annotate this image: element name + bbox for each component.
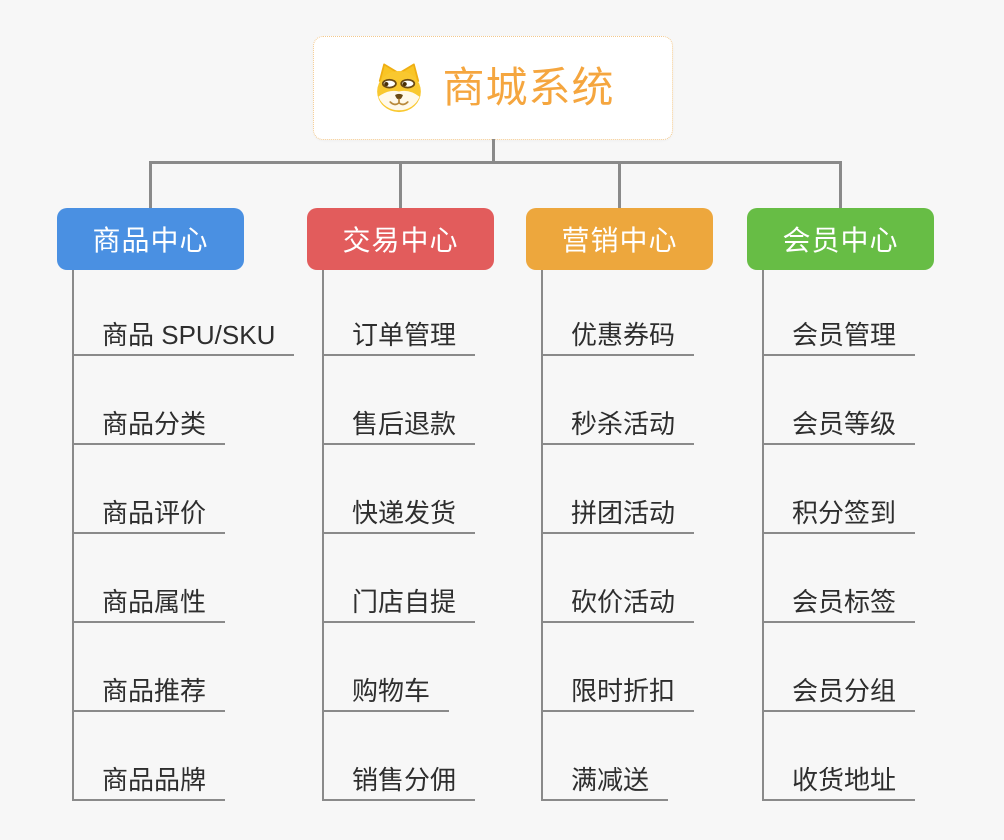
leaf-node[interactable]: 商品品牌 <box>72 765 226 801</box>
leaf-node[interactable]: 商品推荐 <box>72 676 226 712</box>
branch-node-1[interactable]: 交易中心 <box>307 208 494 270</box>
branch-label: 营销中心 <box>561 225 678 256</box>
leaf-node[interactable]: 销售分佣 <box>322 765 476 801</box>
branch-spine-line <box>322 270 324 801</box>
branch-node-2[interactable]: 营销中心 <box>526 208 713 270</box>
branch-connector-drop <box>839 161 842 208</box>
leaf-node[interactable]: 商品属性 <box>72 587 226 623</box>
branch-spine-line <box>72 270 74 801</box>
branch-connector-drop <box>149 161 152 208</box>
branch-spine-line <box>541 270 543 801</box>
leaf-node[interactable]: 商品 SPU/SKU <box>72 320 295 356</box>
leaf-node[interactable]: 购物车 <box>322 676 450 712</box>
leaf-node[interactable]: 快递发货 <box>322 498 476 534</box>
root-node[interactable]: 商城系统 <box>313 36 673 140</box>
branch-spine-line <box>762 270 764 801</box>
branch-node-3[interactable]: 会员中心 <box>747 208 934 270</box>
branch-label: 会员中心 <box>782 225 899 256</box>
branch-label: 交易中心 <box>342 225 459 256</box>
leaf-node[interactable]: 会员等级 <box>762 409 916 445</box>
leaf-node[interactable]: 积分签到 <box>762 498 916 534</box>
root-title: 商城系统 <box>442 64 615 111</box>
leaf-node[interactable]: 商品分类 <box>72 409 226 445</box>
leaf-node[interactable]: 会员标签 <box>762 587 916 623</box>
branch-connector-drop <box>618 161 621 208</box>
leaf-node[interactable]: 拼团活动 <box>541 498 695 534</box>
root-connector-drop <box>491 139 495 164</box>
leaf-node[interactable]: 会员分组 <box>762 676 916 712</box>
leaf-node[interactable]: 商品评价 <box>72 498 226 534</box>
leaf-node[interactable]: 优惠券码 <box>541 320 695 356</box>
leaf-node[interactable]: 门店自提 <box>322 587 476 623</box>
leaf-node[interactable]: 售后退款 <box>322 409 476 445</box>
leaf-node[interactable]: 会员管理 <box>762 320 916 356</box>
leaf-node[interactable]: 限时折扣 <box>541 676 695 712</box>
leaf-node[interactable]: 砍价活动 <box>541 587 695 623</box>
dog-face-icon <box>377 63 422 113</box>
leaf-node[interactable]: 订单管理 <box>322 320 476 356</box>
leaf-node[interactable]: 满减送 <box>541 765 669 801</box>
leaf-node[interactable]: 收货地址 <box>762 765 916 801</box>
branch-node-0[interactable]: 商品中心 <box>57 208 244 270</box>
branch-label: 商品中心 <box>92 225 209 256</box>
leaf-node[interactable]: 秒杀活动 <box>541 409 695 445</box>
branch-connector-drop <box>399 161 402 208</box>
connector-bus <box>149 161 842 164</box>
